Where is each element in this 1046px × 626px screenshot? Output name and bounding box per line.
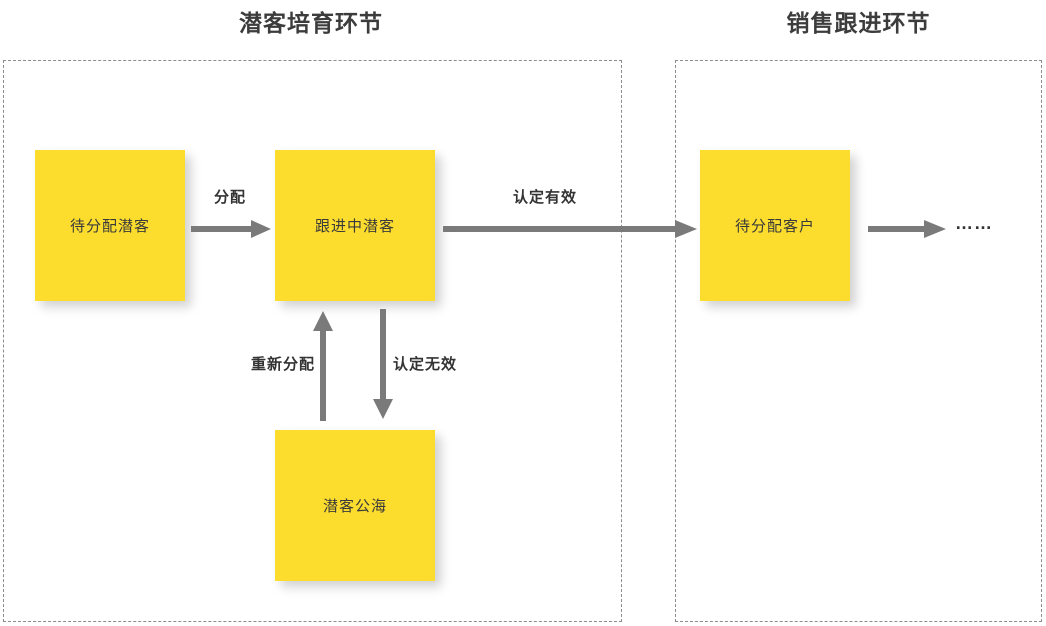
node-pending-lead-label: 待分配潜客 bbox=[69, 218, 150, 235]
node-following-lead-label: 跟进中潜客 bbox=[314, 218, 395, 235]
phase-title-sales-followup: 销售跟进环节 bbox=[786, 10, 931, 36]
node-following-lead[interactable]: 跟进中潜客 bbox=[275, 150, 435, 301]
arrow-next-stage bbox=[868, 220, 946, 238]
node-pending-lead[interactable]: 待分配潜客 bbox=[35, 150, 185, 301]
more-stages-ellipsis: …… bbox=[955, 213, 993, 233]
arrow-reassign bbox=[313, 311, 333, 421]
edge-label-reassign: 重新分配 bbox=[250, 356, 315, 373]
edge-label-deemed-invalid: 认定无效 bbox=[393, 356, 458, 373]
phase-container-lead-nurturing bbox=[3, 60, 622, 622]
node-lead-pool-label: 潜客公海 bbox=[322, 498, 387, 515]
arrow-deemed-invalid bbox=[373, 309, 393, 419]
arrow-deemed-valid bbox=[443, 220, 697, 238]
phase-container-sales-followup bbox=[675, 60, 1042, 622]
edge-label-assign: 分配 bbox=[213, 189, 246, 206]
arrow-assign bbox=[191, 220, 271, 238]
node-lead-pool[interactable]: 潜客公海 bbox=[275, 430, 435, 581]
edge-label-deemed-valid: 认定有效 bbox=[512, 189, 577, 206]
node-pending-customer[interactable]: 待分配客户 bbox=[700, 150, 850, 301]
phase-title-lead-nurturing: 潜客培育环节 bbox=[239, 10, 383, 36]
node-pending-customer-label: 待分配客户 bbox=[734, 218, 815, 235]
